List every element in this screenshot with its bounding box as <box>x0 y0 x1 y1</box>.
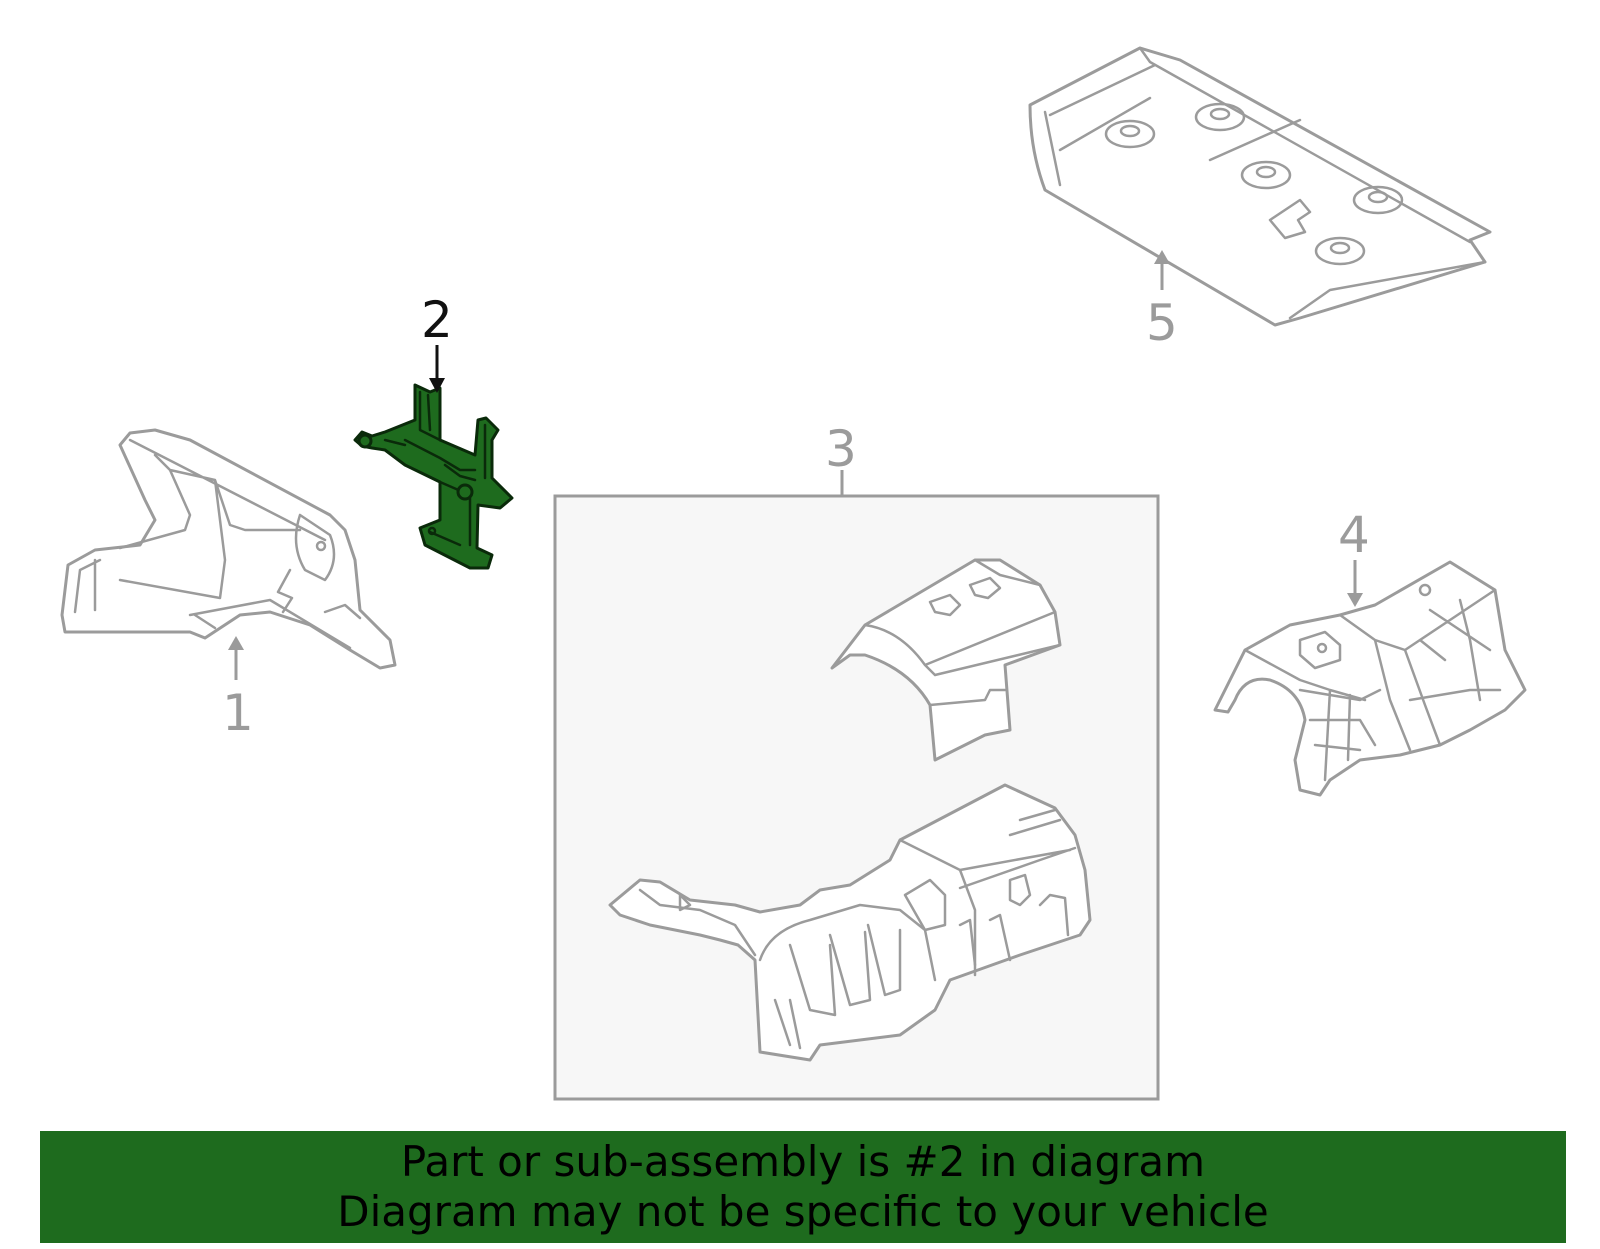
part-2-bracket[interactable] <box>353 383 514 570</box>
footer-banner: Part or sub-assembly is #2 in diagram Di… <box>40 1131 1566 1243</box>
callout-3: 3 <box>825 420 857 496</box>
callout-4-label: 4 <box>1338 506 1370 564</box>
callout-1-label: 1 <box>222 684 254 742</box>
part-1-heat-shield[interactable] <box>60 428 397 670</box>
part-3-assembly-box[interactable] <box>553 494 1160 1101</box>
callout-2-label: 2 <box>421 291 453 349</box>
callout-5: 5 <box>1146 250 1178 352</box>
callout-1: 1 <box>222 636 254 742</box>
callout-3-label: 3 <box>825 420 857 478</box>
callout-5-label: 5 <box>1146 294 1178 352</box>
footer-line-2: Diagram may not be specific to your vehi… <box>337 1187 1269 1236</box>
callout-2: 2 <box>421 291 453 393</box>
part-4-heat-shield[interactable] <box>1213 560 1527 797</box>
part-5-heat-shield[interactable] <box>1028 46 1492 327</box>
callout-4: 4 <box>1338 506 1370 607</box>
footer-line-1: Part or sub-assembly is #2 in diagram <box>400 1137 1206 1186</box>
